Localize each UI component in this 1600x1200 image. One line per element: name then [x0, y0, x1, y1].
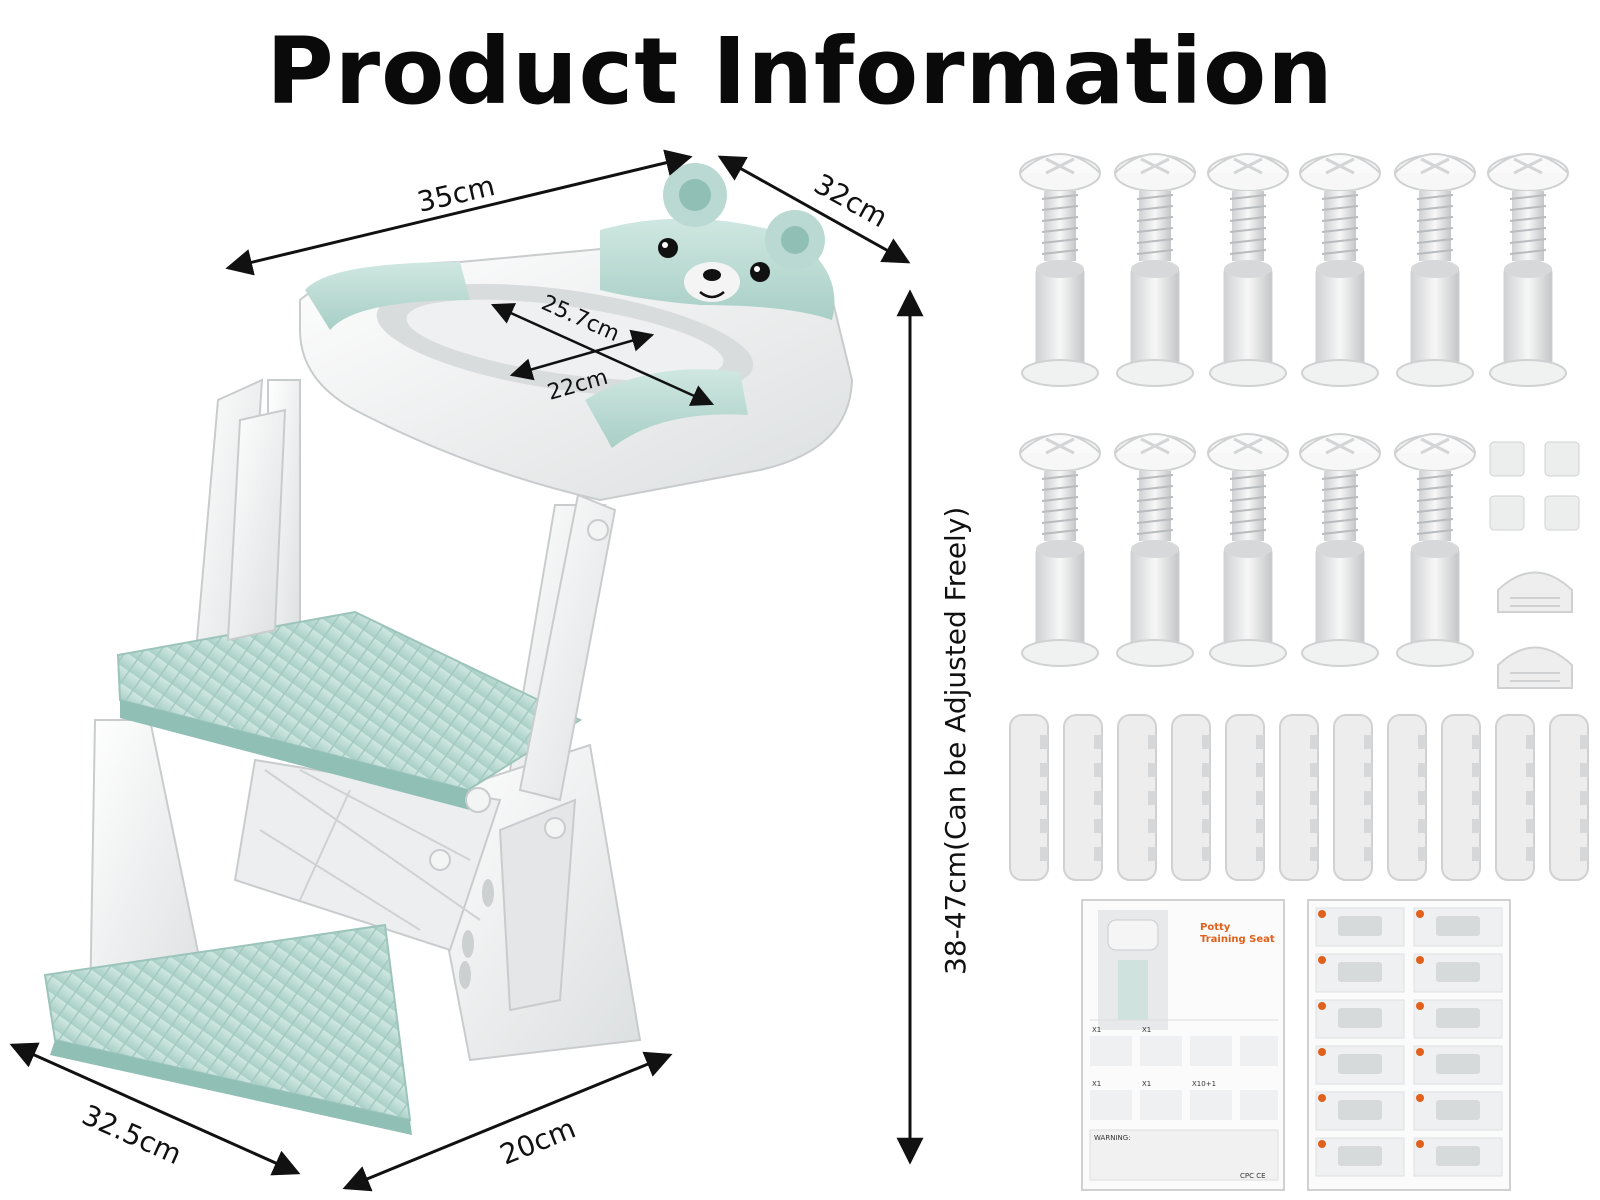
anti-slip-strip-icon — [1009, 714, 1049, 881]
manual-part-4: X1 — [1142, 1080, 1151, 1088]
screw-anchor-icon — [1299, 433, 1381, 667]
screw-anchor-icon — [1487, 153, 1569, 387]
potty-stool-image — [43, 163, 854, 1135]
instruction-manual-icon: Potty Training Seat X1 X1 X1 X1 X10+1 WA… — [1081, 899, 1511, 1191]
manual-cert: CPC CE — [1240, 1172, 1266, 1180]
anti-slip-strip-icon — [1333, 714, 1373, 881]
anti-slip-strip-icon — [1117, 714, 1157, 881]
screw-anchor-icon — [1207, 153, 1289, 387]
manual-title-2: Training Seat — [1200, 934, 1275, 945]
clip-pieces — [1497, 571, 1573, 689]
top-depth-label: 32cm — [809, 167, 893, 234]
base-width-label: 32.5cm — [77, 1098, 186, 1171]
screw-anchor-icon — [1394, 433, 1476, 667]
anti-slip-strip-icon — [1063, 714, 1103, 881]
manual-part-5: X10+1 — [1192, 1080, 1216, 1088]
screw-anchor-icon — [1394, 153, 1476, 387]
manual-part-1: X1 — [1092, 1026, 1101, 1034]
anti-slip-strip-icon — [1225, 714, 1265, 881]
screw-anchor-icon — [1114, 433, 1196, 667]
screw-anchor-icon — [1019, 153, 1101, 387]
screw-anchor-icon — [1207, 433, 1289, 667]
screw-anchor-icon — [1299, 153, 1381, 387]
bear-face-icon — [600, 163, 835, 320]
anti-slip-strip-icon — [1549, 714, 1589, 881]
manual-title-1: Potty — [1200, 922, 1231, 933]
page-title: Product Information — [266, 18, 1334, 125]
anti-slip-strips — [1009, 714, 1589, 881]
top-width-label: 35cm — [414, 169, 498, 219]
anti-slip-strip-icon — [1171, 714, 1211, 881]
dimension-arrows — [9, 149, 924, 1192]
screw-anchor-icon — [1114, 153, 1196, 387]
screw-accessories — [1019, 153, 1569, 667]
height-label: 38-47cm(Can be Adjusted Freely) — [939, 507, 972, 975]
screw-anchor-icon — [1019, 433, 1101, 667]
manual-warning: WARNING: — [1094, 1134, 1131, 1142]
anti-slip-strip-icon — [1495, 714, 1535, 881]
square-pads — [1489, 441, 1580, 531]
anti-slip-strip-icon — [1279, 714, 1319, 881]
manual-part-3: X1 — [1092, 1080, 1101, 1088]
anti-slip-strip-icon — [1387, 714, 1427, 881]
manual-part-2: X1 — [1142, 1026, 1151, 1034]
anti-slip-strip-icon — [1441, 714, 1481, 881]
